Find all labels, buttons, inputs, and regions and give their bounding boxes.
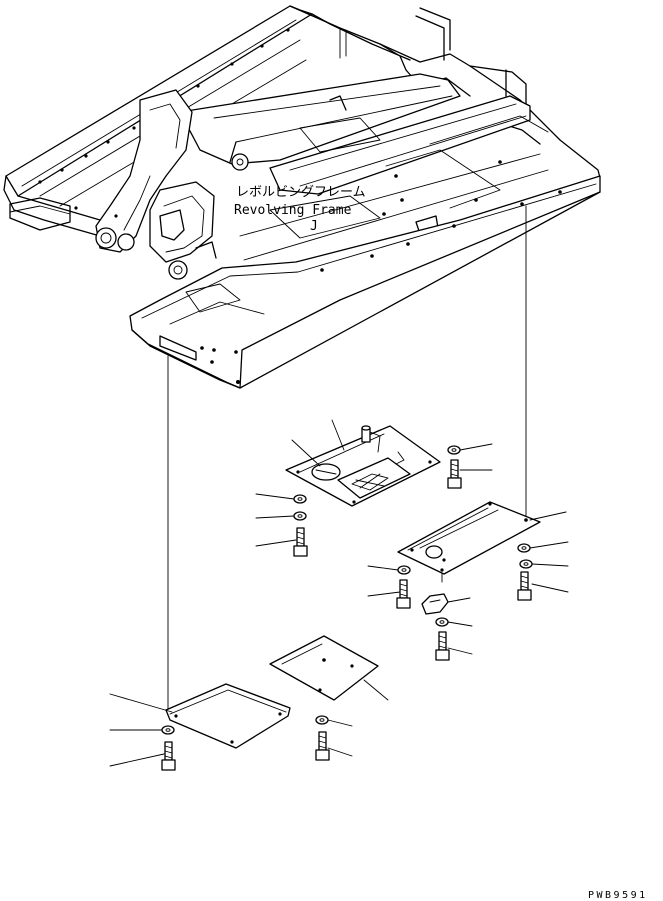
washer-7 [435,617,449,627]
cover-plate-lower-middle [269,635,379,701]
bolt-6 [315,731,330,761]
washer-5 [519,559,533,569]
washer-2 [293,494,307,504]
cover-plate-lower-left [165,683,291,749]
washer-4 [517,543,531,553]
revolving-frame: レボルビングフレーム Revolving Frame J [3,5,601,389]
drawing-code: PWB9591 [588,890,648,901]
bolt-3 [517,571,532,601]
cover-plate-upper [285,425,441,507]
washer-3 [293,511,307,521]
washer-6 [397,565,411,575]
bolt-1 [447,459,462,489]
washer-9 [161,725,175,735]
bolt-4 [396,579,411,609]
bolts [161,459,532,771]
callout-leaders [109,419,569,767]
cover-plate-right [397,501,541,615]
frame-label-japanese: レボルビングフレーム [236,185,366,200]
washers [161,445,533,735]
bolt-5 [435,631,450,661]
frame-label-mark: J [310,219,318,234]
washer-8 [315,715,329,725]
washer-1 [447,445,461,455]
bolt-2 [293,527,308,557]
frame-label-english: Revolving Frame [234,203,352,218]
bolt-7 [161,741,176,771]
